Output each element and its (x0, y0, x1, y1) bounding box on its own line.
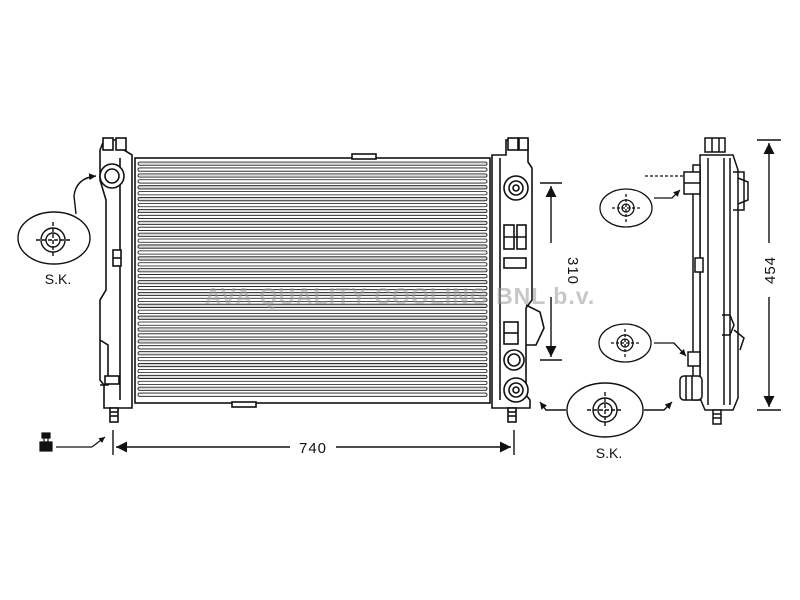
right-sk-label: S.K. (596, 445, 622, 461)
fin-row (137, 232, 488, 237)
fin-row (137, 220, 488, 225)
right-outlet-port (503, 377, 529, 403)
fin-row (137, 238, 488, 243)
core-height-dimension (540, 182, 562, 361)
radiator-fins (137, 161, 488, 397)
left-sk-detail (17, 173, 97, 265)
fin-row (137, 303, 488, 308)
fin-row (137, 208, 488, 214)
fin-row (137, 327, 488, 332)
fin-row (137, 280, 488, 285)
fin-row (137, 256, 488, 261)
overall-height-dimension (757, 139, 781, 411)
fin-row (137, 333, 488, 338)
fin-row (137, 351, 488, 356)
fin-row (137, 226, 488, 231)
right-sk-detail (539, 382, 673, 438)
left-tank (99, 139, 133, 409)
fin-row (137, 167, 488, 172)
fin-row (137, 309, 488, 314)
drain-plug-icon (39, 432, 106, 452)
fin-row (137, 321, 488, 326)
fin-row (137, 345, 488, 350)
fin-row (137, 179, 488, 184)
watermark: AVA QUALITY COOLING BNL b.v. (205, 283, 595, 309)
fin-row (137, 363, 488, 368)
width-dimension (112, 430, 515, 455)
width-dimension-label: 740 (299, 440, 327, 457)
fin-row (137, 386, 488, 391)
fin-row (137, 291, 488, 297)
fin-row (137, 286, 488, 291)
fin-row (137, 380, 488, 385)
fin-row (137, 197, 488, 202)
fin-row (137, 357, 488, 362)
fin-row (137, 214, 488, 219)
fin-row (137, 244, 488, 249)
fin-row (137, 268, 488, 273)
fin-row (137, 185, 488, 190)
radiator-side-view (679, 137, 749, 425)
fin-row (137, 297, 488, 302)
left-sk-label: S.K. (45, 271, 71, 287)
fin-row (137, 274, 488, 279)
right-tank (491, 139, 533, 409)
fin-row (137, 203, 488, 208)
side-lower-detail (598, 323, 687, 363)
fin-row (137, 250, 488, 255)
core-height-dimension-label: 310 (564, 257, 581, 285)
fin-row (137, 262, 488, 267)
fin-row (137, 374, 488, 379)
side-upper-detail (599, 175, 684, 228)
right-upper-port (503, 175, 529, 201)
left-inlet-port (99, 163, 125, 189)
overall-height-dimension-label: 454 (762, 256, 779, 284)
fin-row (137, 191, 488, 196)
fin-row (137, 368, 488, 374)
fin-row (137, 315, 488, 320)
right-middle-port (503, 349, 525, 371)
radiator-front-view (99, 137, 545, 423)
fin-row (137, 392, 488, 397)
fin-row (137, 339, 488, 344)
fin-row (137, 161, 488, 166)
fin-row (137, 173, 488, 178)
